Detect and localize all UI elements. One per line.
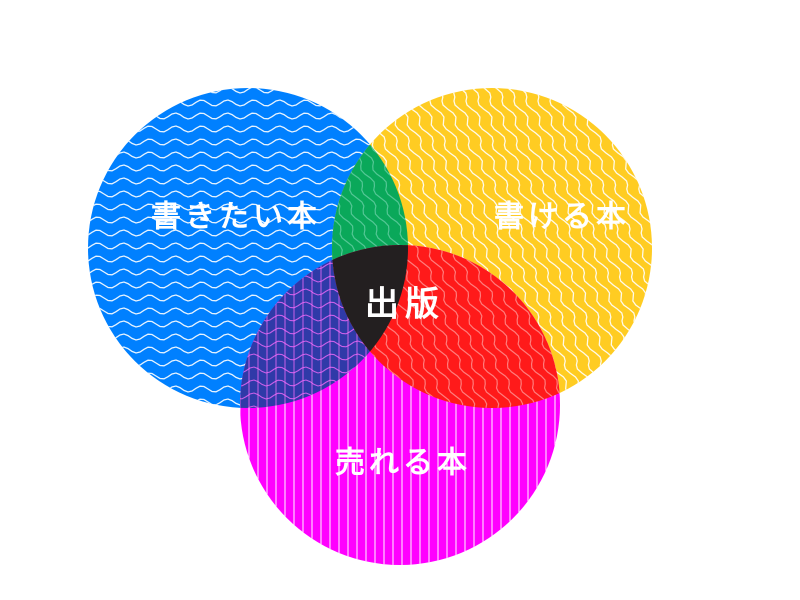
pattern-diagonal-wave-line [491, 88, 652, 408]
pattern-diagonal-wave-line [332, 109, 355, 259]
pattern-diagonal-wave-line [432, 245, 536, 408]
pattern-diagonal-wave-line [0, 110, 42, 258]
pattern-diagonal-wave-line [0, 110, 30, 258]
pattern-diagonal-wave-line [0, 240, 91, 408]
pattern-diagonal-wave-line [408, 245, 512, 408]
pattern-diagonal-wave-line [527, 88, 652, 408]
pattern-diagonal-wave-line [444, 245, 548, 408]
pattern-diagonal-wave-line [720, 85, 800, 409]
pattern-diagonal-wave-line [647, 88, 652, 408]
pattern-diagonal-wave-line [756, 85, 800, 409]
label-sells: 売れる本 [335, 446, 471, 481]
pattern-diagonal-wave-line [660, 240, 762, 408]
pattern-diagonal-wave-line [744, 85, 800, 409]
pattern-diagonal-wave-line [635, 88, 652, 408]
pattern-diagonal-wave-line [732, 85, 800, 409]
pattern-diagonal-wave-line [420, 245, 524, 408]
pattern-diagonal-wave-line [431, 88, 629, 408]
pattern-diagonal-wave-line [396, 245, 500, 408]
pattern-diagonal-wave-line [503, 88, 652, 408]
pattern-diagonal-wave-line [696, 85, 800, 409]
pattern-diagonal-wave-line [395, 88, 593, 408]
pattern-diagonal-wave-line [0, 110, 6, 258]
pattern-diagonal-wave-line [636, 240, 738, 408]
pattern-diagonal-wave-line [551, 88, 652, 408]
pattern-diagonal-wave-line [4, 110, 90, 258]
pattern-diagonal-wave-line [539, 88, 652, 408]
pattern-diagonal-wave-line [407, 88, 605, 408]
pattern-diagonal-wave-line [0, 240, 102, 408]
label-want-to-write: 書きたい本 [151, 200, 321, 235]
pattern-diagonal-wave-line [515, 88, 652, 408]
pattern-wave-line [88, 138, 408, 146]
pattern-diagonal-wave-line [443, 88, 641, 408]
pattern-diagonal-wave-line [0, 110, 54, 258]
pattern-diagonal-wave-line [563, 88, 652, 408]
pattern-diagonal-wave-line [708, 85, 800, 409]
pattern-diagonal-wave-line [332, 109, 391, 259]
label-can-write: 書ける本 [494, 200, 630, 235]
pattern-diagonal-wave-line [672, 85, 800, 409]
pattern-diagonal-wave-line [456, 245, 560, 408]
pattern-diagonal-wave-line [0, 110, 18, 258]
pattern-diagonal-wave-line [332, 109, 367, 259]
pattern-diagonal-wave-line [660, 85, 800, 409]
pattern-diagonal-wave-line [0, 110, 78, 258]
pattern-diagonal-wave-line [0, 110, 66, 258]
pattern-diagonal-wave-line [684, 85, 800, 409]
label-publishing: 出版 [365, 285, 445, 325]
pattern-diagonal-wave-line [419, 88, 617, 408]
pattern-diagonal-wave-line [648, 240, 750, 408]
